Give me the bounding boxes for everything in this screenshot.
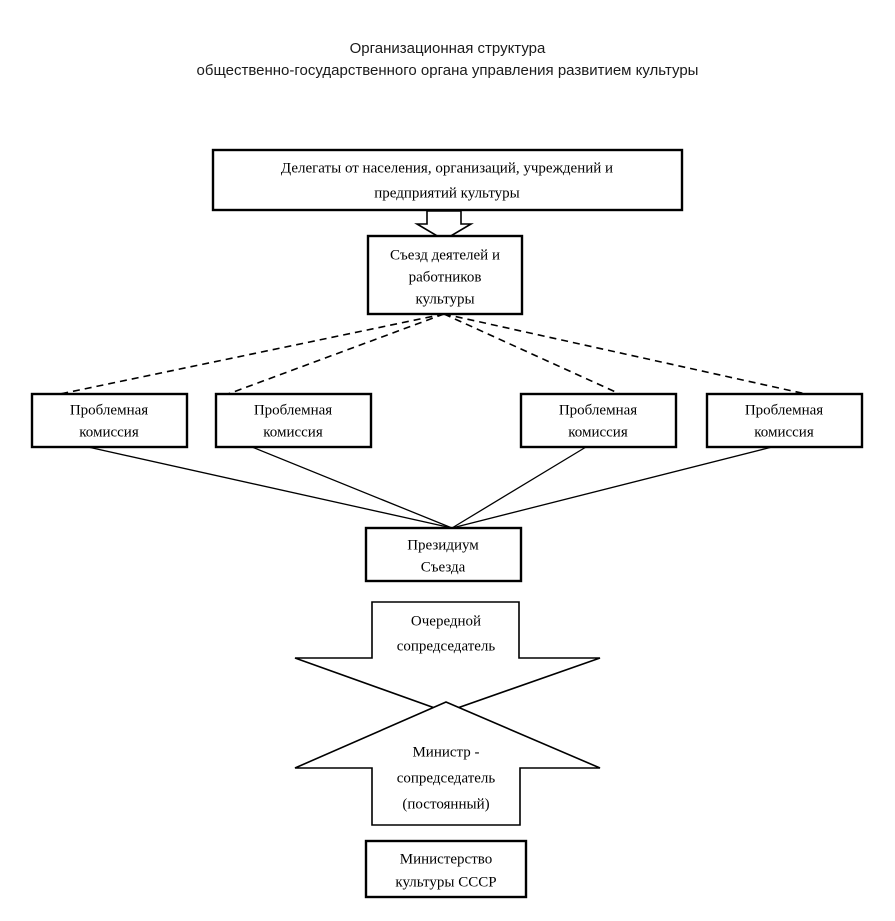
dashed-link-1 [59, 313, 445, 395]
commission-3-box [519, 392, 678, 449]
connector-congress-to-commissions [59, 313, 807, 395]
presidium-box [364, 526, 523, 583]
solid-link-3 [451, 446, 587, 529]
cochair-minister-label-line-2: сопредседатель [397, 770, 496, 786]
node-commission-1[interactable]: Проблемная комиссия [30, 392, 189, 449]
commission-1-box [30, 392, 189, 449]
cochair-rotating-label-line-1: Очередной [411, 613, 481, 629]
solid-link-4 [451, 446, 773, 529]
commission-2-box [214, 392, 373, 449]
congress-box [366, 234, 524, 316]
commission-4-box [705, 392, 864, 449]
commission-2-label-line-2: комиссия [263, 424, 323, 440]
congress-label-line-3: культуры [415, 291, 474, 307]
connector-commissions-to-presidium [87, 446, 773, 529]
node-cochair-rotating[interactable]: Очередной сопредседатель [294, 601, 601, 713]
congress-label-line-1: Съезд деятелей и [390, 247, 500, 263]
cochair-minister-label-line-1: Министр - [412, 744, 479, 760]
node-commission-4[interactable]: Проблемная комиссия [705, 392, 864, 449]
cochair-minister-label-line-3: (постоянный) [402, 796, 489, 812]
dashed-link-3 [443, 313, 621, 395]
ministry-box [364, 839, 528, 899]
cochair-rotating-down-arrow [294, 601, 601, 713]
title-line-1: Организационная структура [349, 40, 546, 57]
commission-2-label-line-1: Проблемная [254, 402, 332, 418]
commission-4-label-line-1: Проблемная [745, 402, 823, 418]
commission-1-label-line-1: Проблемная [70, 402, 148, 418]
delegates-label-line-1: Делегаты от населения, организаций, учре… [281, 160, 613, 176]
commission-3-label-line-1: Проблемная [559, 402, 637, 418]
presidium-label-line-2: Съезда [421, 559, 466, 575]
node-congress[interactable]: Съезд деятелей и работников культуры [366, 234, 524, 316]
node-commission-2[interactable]: Проблемная комиссия [214, 392, 373, 449]
node-ministry[interactable]: Министерство культуры СССР [364, 839, 528, 899]
connector-delegates-to-congress [414, 210, 474, 241]
node-presidium[interactable]: Президиум Съезда [364, 526, 523, 583]
cochair-rotating-label-line-2: сопредседатель [397, 638, 496, 654]
down-block-arrow-icon [414, 210, 474, 241]
node-cochair-minister[interactable]: Министр - сопредседатель (постоянный) [294, 701, 601, 826]
dashed-link-4 [443, 313, 807, 395]
solid-link-1 [87, 446, 453, 529]
delegates-box [211, 148, 684, 212]
congress-label-line-2: работников [409, 269, 482, 285]
cochair-minister-up-arrow [294, 701, 601, 826]
commission-1-label-line-2: комиссия [79, 424, 139, 440]
solid-link-2 [251, 446, 453, 529]
presidium-label-line-1: Президиум [407, 537, 479, 553]
commission-4-label-line-2: комиссия [754, 424, 814, 440]
diagram-title: Организационная структура общественно-го… [0, 38, 895, 82]
dashed-link-2 [227, 313, 445, 395]
ministry-label-line-1: Министерство [400, 851, 492, 867]
ministry-label-line-2: культуры СССР [395, 874, 496, 890]
node-delegates[interactable]: Делегаты от населения, организаций, учре… [211, 148, 684, 212]
commission-3-label-line-2: комиссия [568, 424, 628, 440]
delegates-label-line-2: предприятий культуры [374, 185, 520, 201]
node-commission-3[interactable]: Проблемная комиссия [519, 392, 678, 449]
title-line-2: общественно-государственного органа упра… [196, 62, 699, 79]
